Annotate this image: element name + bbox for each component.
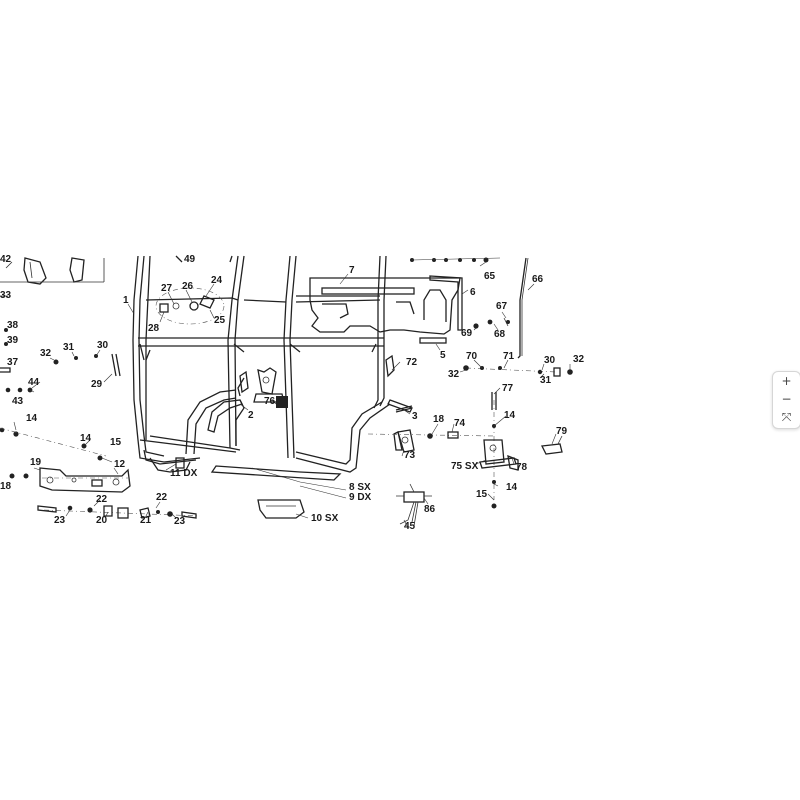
label-73: 73 xyxy=(404,450,416,461)
connector-86 xyxy=(396,483,432,527)
hinge-75 xyxy=(479,439,519,471)
label-67: 67 xyxy=(496,301,508,312)
label-1: 1 xyxy=(123,295,129,306)
bottom-strip xyxy=(210,465,342,481)
label-45: 45 xyxy=(404,521,416,532)
label-27: 27 xyxy=(161,283,173,294)
label-31-b: 31 xyxy=(540,375,552,386)
label-44: 44 xyxy=(28,377,40,388)
pins-20-23 xyxy=(37,505,197,519)
fit-to-screen-icon[interactable]: ⤧ xyxy=(781,410,792,424)
bolt-row-65 xyxy=(410,257,501,263)
label-5: 5 xyxy=(440,350,446,361)
part-labels: 42 49 33 1 27 26 24 28 25 7 65 66 6 67 6… xyxy=(0,254,585,532)
pin-3 xyxy=(395,405,413,413)
zoom-out-button[interactable]: − xyxy=(781,392,792,406)
label-75-sx: 75 SX xyxy=(451,461,479,472)
label-78: 78 xyxy=(516,462,528,473)
vertical-bar-66 xyxy=(517,257,527,359)
label-30-a: 30 xyxy=(97,340,109,351)
label-23-b: 23 xyxy=(174,516,186,527)
label-11-dx: 11 DX xyxy=(170,468,198,479)
label-71: 71 xyxy=(503,351,515,362)
label-14-a: 14 xyxy=(26,413,38,424)
pin-79 xyxy=(541,443,563,455)
label-9-dx: 9 DX xyxy=(349,492,372,503)
label-38: 38 xyxy=(7,320,19,331)
label-32-a: 32 xyxy=(40,348,52,359)
label-32-c: 32 xyxy=(448,369,460,380)
label-77: 77 xyxy=(502,383,514,394)
label-29: 29 xyxy=(91,379,103,390)
label-32-b: 32 xyxy=(573,354,585,365)
label-19: 19 xyxy=(30,457,42,468)
hinge-76 xyxy=(253,367,288,408)
label-37: 37 xyxy=(7,357,19,368)
label-6: 6 xyxy=(470,287,476,298)
label-79: 79 xyxy=(556,426,568,437)
right-fasteners xyxy=(427,365,573,509)
label-28: 28 xyxy=(148,323,160,334)
label-8-sx: 8 SX xyxy=(349,482,371,493)
label-86: 86 xyxy=(424,504,436,515)
label-66: 66 xyxy=(532,274,544,285)
label-42: 42 xyxy=(0,254,12,265)
label-12: 12 xyxy=(114,459,126,470)
label-2: 2 xyxy=(248,410,254,421)
bracket-10 xyxy=(257,499,305,519)
label-18-b: 18 xyxy=(0,481,12,492)
label-14-c: 14 xyxy=(504,410,516,421)
frame-latch xyxy=(239,370,249,394)
fender-strip xyxy=(207,399,243,433)
label-10-sx: 10 SX xyxy=(311,513,339,524)
label-14-b: 14 xyxy=(80,433,92,444)
label-39: 39 xyxy=(7,335,19,346)
label-18-a: 18 xyxy=(433,414,445,425)
hinge-plate-12 xyxy=(39,467,131,493)
label-25: 25 xyxy=(214,315,226,326)
label-72: 72 xyxy=(406,357,418,368)
left-edge-parts xyxy=(0,257,105,479)
zoom-in-button[interactable]: + xyxy=(781,374,792,388)
label-20: 20 xyxy=(96,515,108,526)
fasteners-67-69 xyxy=(473,317,510,329)
label-31-a: 31 xyxy=(63,342,75,353)
label-22-a: 22 xyxy=(96,494,108,505)
label-23-a: 23 xyxy=(54,515,66,526)
label-49: 49 xyxy=(184,254,196,265)
latch-72 xyxy=(385,354,395,378)
hinge-73 xyxy=(393,429,415,453)
profile-6 xyxy=(429,275,463,331)
label-7: 7 xyxy=(349,265,355,276)
label-65: 65 xyxy=(484,271,496,282)
label-43: 43 xyxy=(12,396,24,407)
label-30-b: 30 xyxy=(544,355,556,366)
label-74: 74 xyxy=(454,418,466,429)
label-76: 76 xyxy=(264,396,276,407)
label-70: 70 xyxy=(466,351,478,362)
rear-panel xyxy=(309,277,461,335)
label-14-d: 14 xyxy=(506,482,518,493)
label-15-a: 15 xyxy=(110,437,122,448)
label-3: 3 xyxy=(412,411,418,422)
label-69: 69 xyxy=(461,328,473,339)
label-68: 68 xyxy=(494,329,506,340)
label-33: 33 xyxy=(0,290,12,301)
zoom-controls: + − ⤧ xyxy=(772,371,800,429)
label-24: 24 xyxy=(211,275,223,286)
label-22-b: 22 xyxy=(156,492,168,503)
left-bolts xyxy=(27,353,121,461)
label-21: 21 xyxy=(140,515,152,526)
label-26: 26 xyxy=(182,281,194,292)
label-15-b: 15 xyxy=(476,489,488,500)
leader-lines xyxy=(13,261,571,529)
strip-5 xyxy=(419,337,447,344)
